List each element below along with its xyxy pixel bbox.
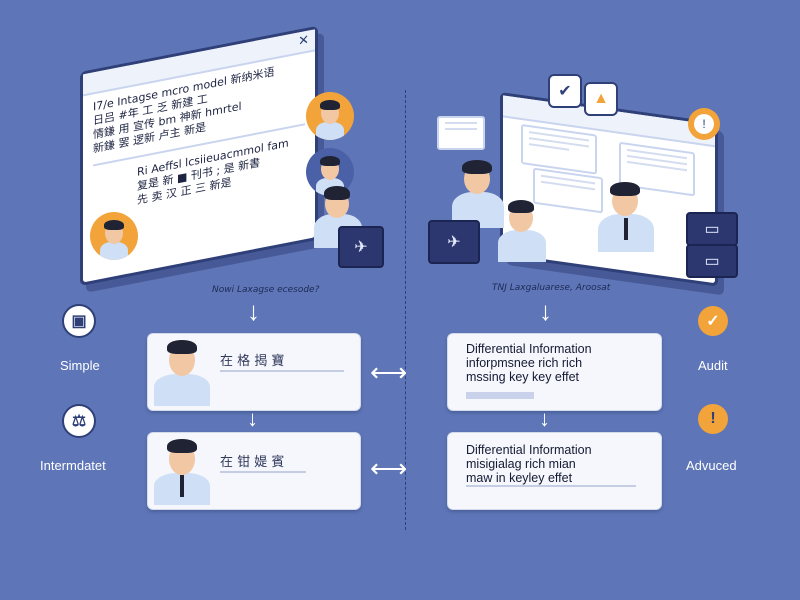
doctor-card-top[interactable]: 在 格 揭 寶 — [147, 333, 361, 411]
warning-icon: ▲ — [584, 82, 618, 116]
text-rule — [220, 471, 306, 473]
server-icon: ▭ — [686, 212, 738, 246]
bidirectional-arrow: ⟷ — [370, 453, 408, 483]
person-figure — [494, 200, 550, 262]
avatar — [90, 212, 138, 260]
person-figure — [594, 178, 658, 252]
avatar — [306, 92, 354, 140]
label-simple: Simple — [60, 358, 100, 373]
label-intermediate: Intermdatet — [40, 458, 106, 473]
doctor-figure — [152, 437, 212, 505]
doctor-card-bottom[interactable]: 在 钳 媞 賓 — [147, 432, 361, 510]
left-caption: Nowi Laxagse ecesode? — [212, 285, 320, 295]
differential-card-top[interactable]: Differential Information inforpmsnee ric… — [447, 333, 662, 411]
server-icon: ▭ — [686, 244, 738, 278]
differential-card-bottom[interactable]: Differential Information misigialag rich… — [447, 432, 662, 510]
bidirectional-arrow: ⟷ — [370, 357, 408, 387]
doctor-figure — [152, 338, 212, 406]
text-rule — [466, 485, 636, 487]
text-rule — [220, 370, 344, 372]
scale-icon: ⚖ — [62, 404, 96, 438]
doctor-card-text: 在 钳 媞 賓 — [220, 455, 285, 470]
center-divider — [405, 90, 406, 530]
down-arrow: ↓ — [539, 296, 552, 326]
briefcase-icon: ▣ — [62, 304, 96, 338]
text-placeholder-bar — [466, 392, 534, 399]
check-icon: ✓ — [698, 306, 728, 336]
close-icon[interactable]: ✕ — [298, 31, 309, 49]
warning-icon: ! — [698, 404, 728, 434]
chat-bubble — [437, 116, 485, 150]
check-icon: ✔ — [548, 74, 582, 108]
chat-bubble — [521, 123, 597, 175]
send-icon: ✈ — [338, 226, 384, 268]
label-audit: Audit — [698, 358, 728, 373]
differential-text: Differential Information inforpmsnee ric… — [466, 342, 592, 384]
label-advanced: Advuced — [686, 458, 737, 473]
send-icon: ✈ — [428, 220, 480, 264]
doctor-card-text: 在 格 揭 寶 — [220, 354, 285, 369]
right-caption: TNJ Laxgaluarese, Aroosat — [492, 283, 611, 293]
down-arrow: ↓ — [247, 406, 258, 431]
warning-icon: ! — [688, 108, 720, 140]
differential-text: Differential Information misigialag rich… — [466, 443, 592, 485]
down-arrow: ↓ — [539, 406, 550, 431]
down-arrow: ↓ — [247, 296, 260, 326]
